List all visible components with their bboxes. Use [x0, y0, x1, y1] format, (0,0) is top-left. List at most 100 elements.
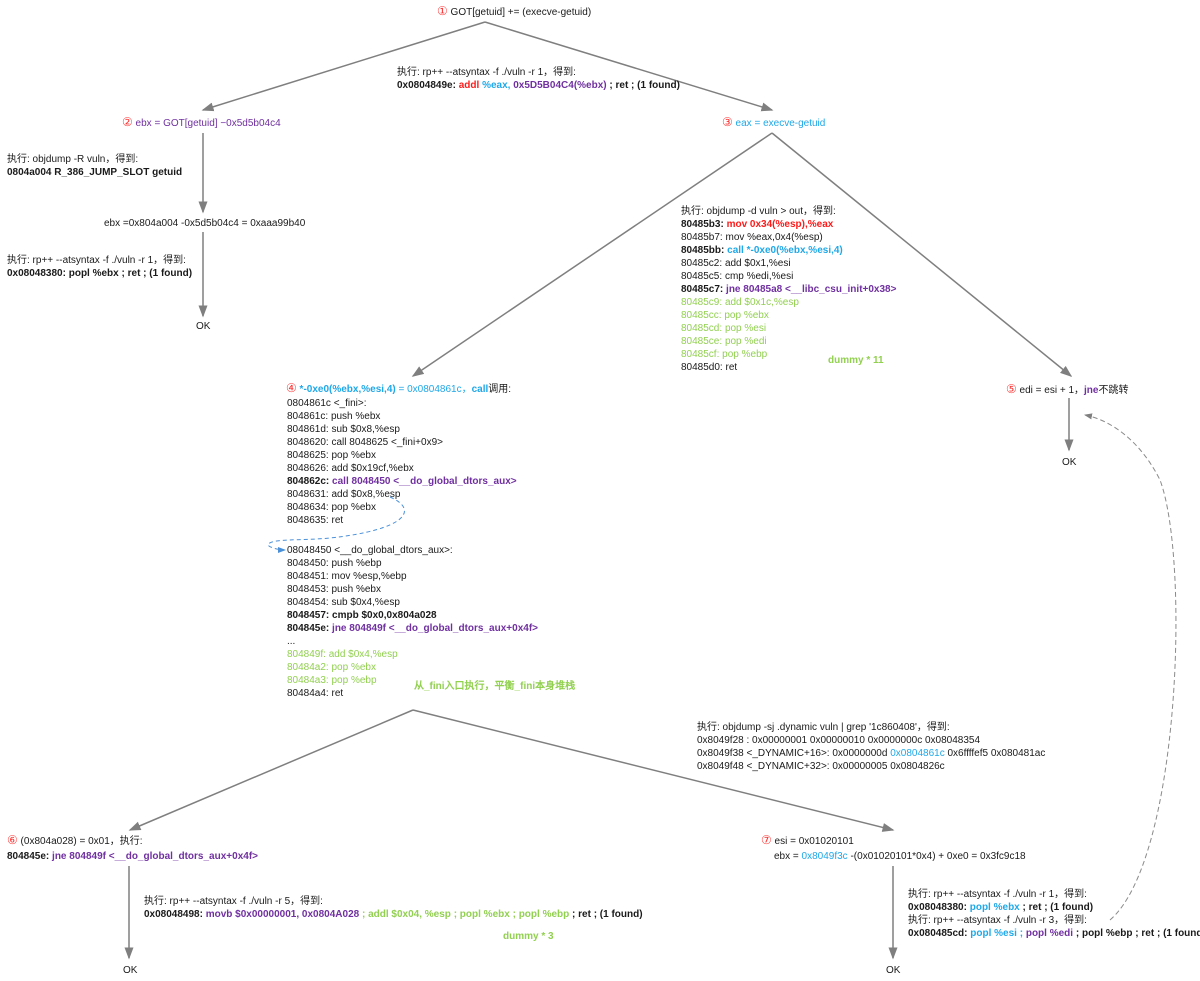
disasm-address: 804845e:	[287, 623, 333, 634]
disasm-line: 8048625: pop %ebx	[287, 449, 517, 462]
step-number: ②	[122, 115, 133, 129]
disasm-instruction: <_fini>:	[333, 398, 367, 409]
step-number: ④	[286, 381, 297, 395]
disasm-line: 8048450: push %ebp	[287, 557, 538, 570]
disasm-instruction: add $0x1c,%esp	[724, 297, 799, 308]
node-1-text: GOT[getuid] += (execve-getuid)	[450, 7, 592, 18]
node-2-exec-1: 执行: objdump -R vuln，得到: 0804a004 R_386_J…	[7, 153, 182, 179]
node-2-label: ② ebx = GOT[getuid] −0x5d5b04c4	[122, 116, 281, 130]
disasm-address: 80485bb:	[681, 245, 728, 256]
dummy-note-3: dummy * 3	[503, 931, 554, 942]
disasm-address: 804861d:	[287, 424, 332, 435]
disasm-address: 8048626:	[287, 463, 332, 474]
exec-command: 执行: objdump -d vuln > out，得到:	[681, 206, 836, 217]
node-3-text: eax = execve-getuid	[735, 118, 826, 129]
disasm-line: 0804861c <_fini>:	[287, 397, 517, 410]
disasm-instruction: add $0x19cf,%ebx	[331, 463, 414, 474]
step-number: ⑤	[1006, 382, 1017, 396]
disasm-instruction: add $0x1,%esi	[724, 258, 791, 269]
disasm-address: 80485b3:	[681, 219, 727, 230]
disasm-line: 8048453: push %ebx	[287, 583, 538, 596]
disasm-address: 804862c:	[287, 476, 333, 487]
disasm-address: 804849f:	[287, 649, 329, 660]
disasm-address: 80485cf:	[681, 349, 723, 360]
disasm-line: 80485bb: call *-0xe0(%ebx,%esi,4)	[681, 244, 896, 257]
disasm-instruction: add $0x4,%esp	[328, 649, 398, 660]
gadget-line: 0x080485cd: popl %esi ; popl %edi ; popl…	[908, 928, 1200, 939]
disasm-instruction: jne 804849f <__do_global_dtors_aux+0x4f>	[332, 623, 538, 634]
dashed-call-edge	[267, 496, 405, 553]
node-4-label: ④ *-0xe0(%ebx,%esi,4) = 0x0804861c，call调…	[286, 381, 512, 396]
disasm-address: 80485b7:	[681, 232, 726, 243]
disasm-line: 80485cd: pop %esi	[681, 322, 896, 335]
node-2-text: ebx = GOT[getuid] −0x5d5b04c4	[135, 118, 281, 129]
disasm-line: 80485b3: mov 0x34(%esp),%eax	[681, 218, 896, 231]
disasm-address: 8048634:	[287, 502, 332, 513]
disasm-address: 8048620:	[287, 437, 332, 448]
disasm-line: 804849f: add $0x4,%esp	[287, 648, 538, 661]
disasm-instruction: call 8048450 <__do_global_dtors_aux>	[332, 476, 517, 487]
disasm-address: 8048450:	[287, 558, 332, 569]
gadget-line: 0x08048498: movb $0x00000001, 0x0804A028…	[144, 909, 643, 920]
disasm-instruction: pop %ebx	[331, 662, 376, 673]
exec-command: 执行: rp++ --atsyntax -f ./vuln -r 1，得到:	[7, 255, 186, 266]
disasm-address: 8048454:	[287, 597, 332, 608]
disasm-address: 80485d0:	[681, 362, 726, 373]
disasm-line: 80485ce: pop %edi	[681, 335, 896, 348]
disasm-address: 80484a2:	[287, 662, 332, 673]
dump-row: 0x8049f38 <_DYNAMIC+16>: 0x0000000d 0x08…	[697, 748, 1046, 759]
edge-3-to-5	[771, 132, 1073, 377]
exec-result: 0x08048380: popl %ebx ; ret ; (1 found)	[7, 268, 193, 279]
ok-label-5: OK	[1062, 457, 1077, 468]
disasm-instruction: sub $0x4,%esp	[331, 597, 400, 608]
edge-3-to-4	[411, 132, 773, 377]
exec-command: 执行: rp++ --atsyntax -f ./vuln -r 3，得到:	[908, 915, 1087, 926]
ok-label-2: OK	[196, 321, 211, 332]
disasm-instruction: pop %ebp	[331, 675, 377, 686]
disasm-instruction: jne 80485a8 <__libc_csu_init+0x38>	[726, 284, 897, 295]
disasm-line: 804862c: call 8048450 <__do_global_dtors…	[287, 475, 517, 488]
node-3-exec: 执行: objdump -d vuln > out，得到: 80485b3: m…	[681, 205, 896, 374]
node-7-ebx: ebx = 0x8049f3c -(0x01020101*0x4) + 0xe0…	[774, 851, 1026, 862]
node-7-label: ⑦ esi = 0x01020101	[761, 833, 854, 848]
step-number: ⑥	[7, 833, 18, 847]
disasm-line: 80484a2: pop %ebx	[287, 661, 538, 674]
disasm-instruction: push %ebp	[331, 558, 382, 569]
disasm-address: 8048457:	[287, 610, 333, 621]
disasm-line: 80485c2: add $0x1,%esi	[681, 257, 896, 270]
exec-command: 执行: rp++ --atsyntax -f ./vuln -r 1，得到:	[397, 67, 576, 78]
disasm-address: 80484a4:	[287, 688, 332, 699]
disasm-address: 80484a3:	[287, 675, 332, 686]
disasm-address: 80485cc:	[681, 310, 725, 321]
node-3-label: ③ eax = execve-getuid	[722, 116, 825, 130]
disasm-instruction: pop %ebp	[722, 349, 768, 360]
disasm-instruction: <__do_global_dtors_aux>:	[334, 545, 453, 556]
disasm-line: 804861c: push %ebx	[287, 410, 517, 423]
dynamic-exec: 执行: objdump -sj .dynamic vuln | grep '1c…	[697, 721, 1045, 773]
disasm-address: 8048631:	[287, 489, 332, 500]
step-number: ⑦	[761, 833, 772, 847]
node-6-label: ⑥ (0x804a028) = 0x01，执行:	[7, 833, 143, 848]
disasm-address: 8048625:	[287, 450, 332, 461]
disasm-instruction: call *-0xe0(%ebx,%esi,4)	[727, 245, 843, 256]
node-2-calc: ebx =0x804a004 -0x5d5b04c4 = 0xaaa99b40	[104, 218, 306, 229]
disasm-line: 80485b7: mov %eax,0x4(%esp)	[681, 231, 896, 244]
disasm-instruction: pop %esi	[724, 323, 767, 334]
disasm-instruction: sub $0x8,%esp	[331, 424, 400, 435]
disasm-instruction: mov %eax,0x4(%esp)	[725, 232, 823, 243]
disasm-line: ...	[287, 635, 538, 648]
disasm-line: 80484a3: pop %ebp	[287, 674, 538, 687]
disasm-address: 08048450	[287, 545, 335, 556]
ok-label-6: OK	[123, 965, 138, 976]
disasm-address: 8048453:	[287, 584, 332, 595]
disasm-line: 8048454: sub $0x4,%esp	[287, 596, 538, 609]
edge-4-to-7	[412, 709, 895, 832]
disasm-instruction: ret	[725, 362, 738, 373]
disasm-line: 8048451: mov %esp,%ebp	[287, 570, 538, 583]
node-7-exec: 执行: rp++ --atsyntax -f ./vuln -r 1，得到: 0…	[908, 888, 1200, 940]
disasm-address: 804861c:	[287, 411, 331, 422]
disasm-line: 8048635: ret	[287, 514, 517, 527]
